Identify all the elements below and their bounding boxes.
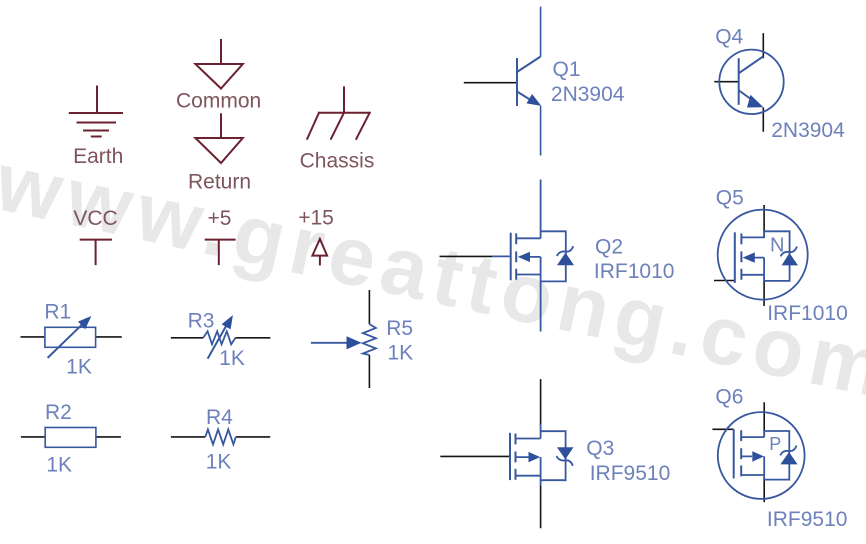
svg-text:N: N bbox=[770, 235, 784, 257]
svg-text:R5: R5 bbox=[386, 317, 413, 340]
svg-text:2N3904: 2N3904 bbox=[551, 83, 625, 106]
svg-text:+15: +15 bbox=[298, 206, 334, 229]
svg-text:IRF1010: IRF1010 bbox=[767, 302, 848, 325]
svg-text:Chassis: Chassis bbox=[300, 150, 375, 173]
svg-text:1K: 1K bbox=[219, 347, 245, 370]
svg-text:1K: 1K bbox=[46, 454, 72, 477]
svg-text:IRF9510: IRF9510 bbox=[590, 462, 671, 485]
svg-text:R4: R4 bbox=[206, 406, 233, 429]
svg-text:+5: +5 bbox=[208, 207, 232, 230]
svg-text:1K: 1K bbox=[387, 341, 413, 364]
svg-text:Q3: Q3 bbox=[586, 437, 614, 460]
svg-text:1K: 1K bbox=[206, 450, 232, 473]
svg-text:Earth: Earth bbox=[73, 145, 123, 168]
svg-text:Return: Return bbox=[188, 171, 251, 194]
svg-text:Q2: Q2 bbox=[595, 236, 623, 259]
svg-text:R1: R1 bbox=[44, 301, 71, 324]
svg-text:R2: R2 bbox=[45, 401, 72, 424]
svg-text:2N3904: 2N3904 bbox=[771, 119, 845, 142]
svg-text:VCC: VCC bbox=[73, 207, 117, 230]
svg-text:IRF9510: IRF9510 bbox=[767, 508, 848, 531]
svg-text:P: P bbox=[769, 434, 781, 454]
svg-text:IRF1010: IRF1010 bbox=[594, 260, 675, 283]
svg-text:Q4: Q4 bbox=[715, 26, 743, 49]
svg-text:Q5: Q5 bbox=[716, 187, 744, 210]
svg-text:Q1: Q1 bbox=[552, 58, 580, 81]
svg-text:Common: Common bbox=[176, 90, 261, 113]
svg-text:Q6: Q6 bbox=[715, 386, 743, 409]
svg-text:1K: 1K bbox=[66, 356, 92, 379]
svg-text:R3: R3 bbox=[188, 309, 215, 332]
